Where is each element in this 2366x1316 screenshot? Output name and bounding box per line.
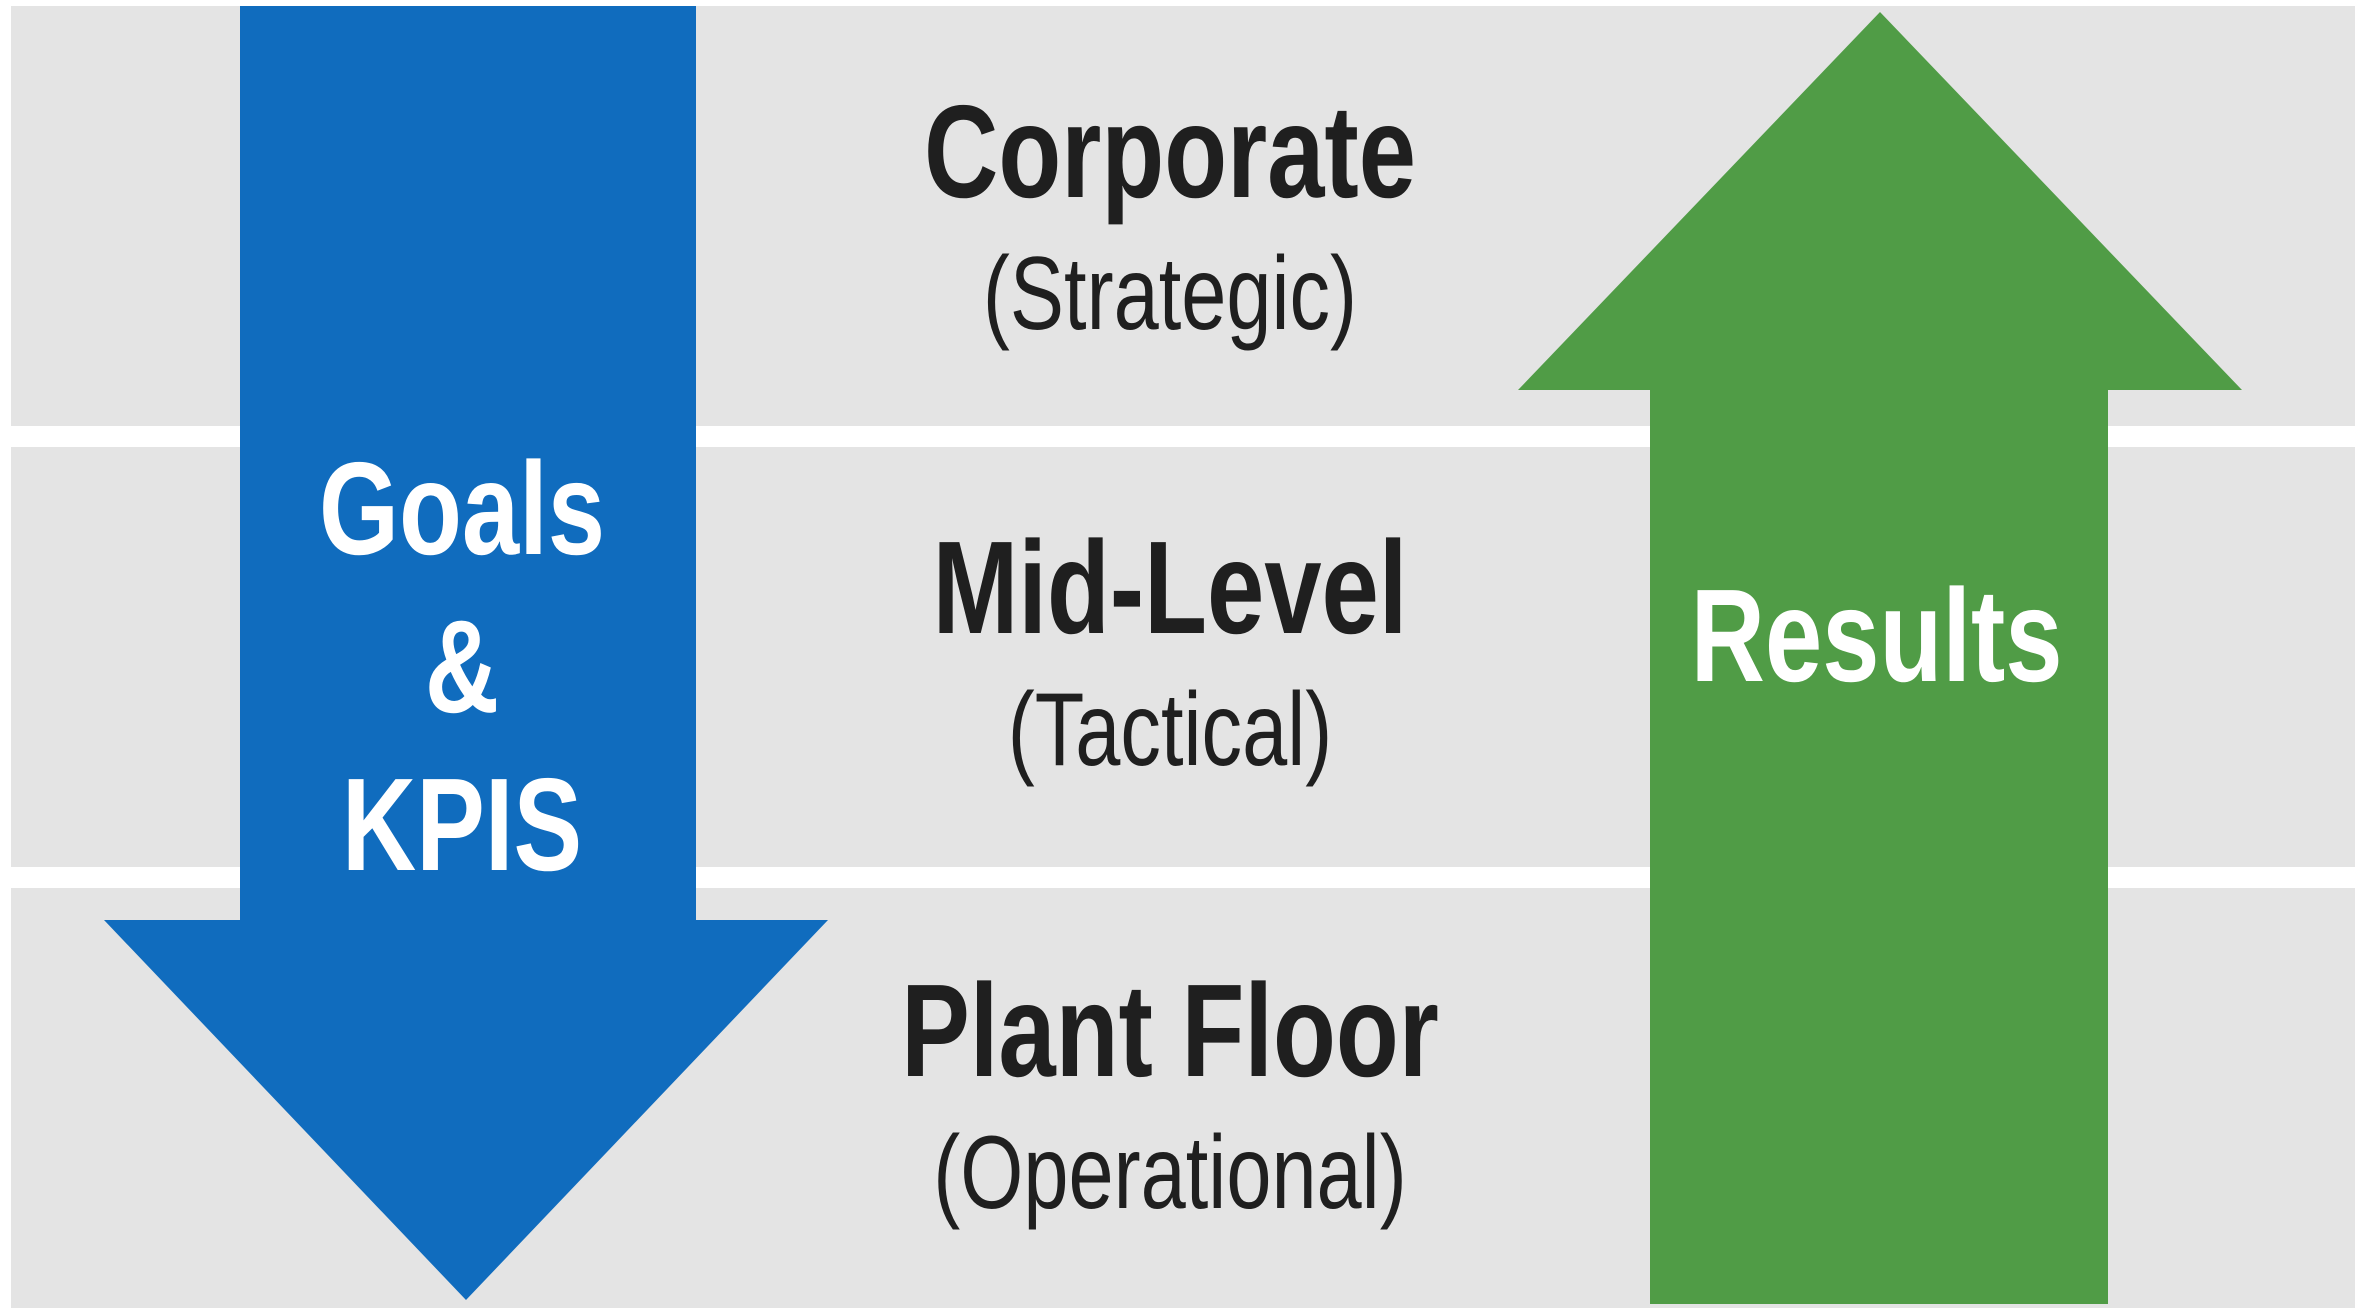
results-label: Results: [1690, 562, 2063, 709]
goals-label-line: KPIS: [341, 751, 583, 898]
level-title: Plant Floor: [901, 957, 1439, 1104]
goals-kpis-label: Goals & KPIS: [240, 430, 684, 904]
goals-label-line: Goals: [318, 435, 606, 582]
level-corporate: Corporate (Strategic): [790, 78, 1550, 352]
level-title: Mid-Level: [932, 514, 1408, 661]
up-arrow-shape: [1518, 12, 2242, 1304]
goals-label-line: &: [424, 593, 500, 740]
down-arrow-shape: [104, 6, 828, 1300]
level-title: Corporate: [924, 78, 1416, 225]
level-subtitle: (Operational): [933, 1115, 1407, 1231]
level-subtitle: (Tactical): [1007, 672, 1333, 788]
level-subtitle: (Strategic): [982, 236, 1358, 352]
level-mid-level: Mid-Level (Tactical): [790, 514, 1550, 788]
level-plant-floor: Plant Floor (Operational): [790, 957, 1550, 1231]
